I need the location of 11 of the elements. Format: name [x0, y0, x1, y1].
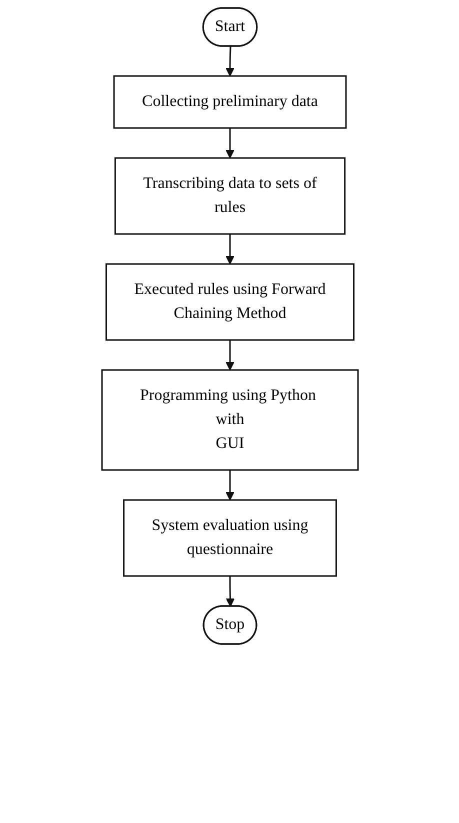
arrow [225, 128, 234, 158]
arrow [225, 340, 234, 370]
arrow [225, 46, 234, 76]
arrow [225, 234, 234, 264]
node-box: Programming using Python with GUI [100, 369, 358, 471]
node-box: Executed rules using Forward Chaining Method [105, 263, 354, 341]
node-box: Transcribing data to sets of rules [114, 157, 346, 235]
node-box: Collecting preliminary data [112, 75, 346, 129]
arrow [225, 576, 234, 607]
arrow [225, 470, 234, 500]
node-box: System evaluation using questionnaire [122, 499, 336, 577]
